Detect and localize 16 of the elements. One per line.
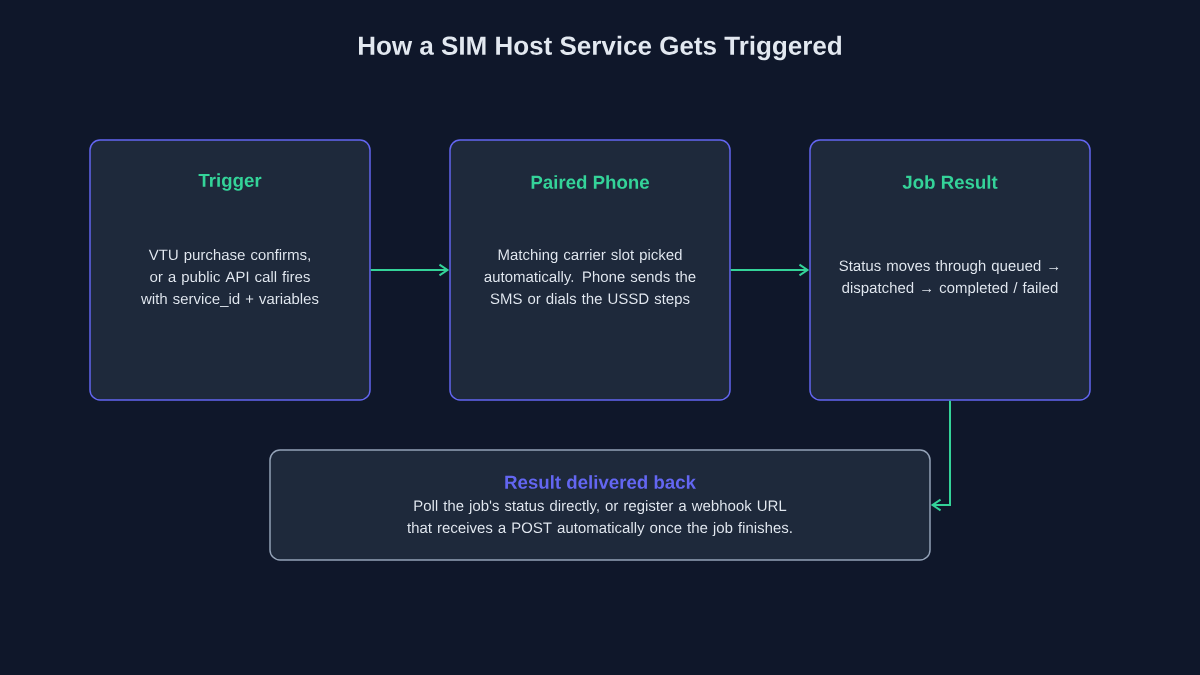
arrow (729, 263, 810, 277)
box-heading: Trigger (198, 173, 262, 191)
box-text: Poll the job's status directly, or register a webhook URL that receives a POST automatically once the job finishes. (407, 500, 792, 536)
process-box (449, 139, 731, 401)
box-text: Status moves through queued → dispatched → completed / failed (839, 260, 1059, 296)
box-heading: Job Result (902, 175, 998, 189)
process-box (809, 139, 1091, 401)
arrow (369, 263, 450, 277)
box-heading: Paired Phone (531, 175, 649, 189)
title: How a SIM Host Service Gets Triggered (359, 35, 841, 61)
arrow (930, 399, 951, 512)
box-heading: Result delivered back (505, 475, 696, 489)
process-box (89, 139, 371, 401)
box-text: VTU purchase confirms, or a public API call fires with service_id + variables (141, 249, 319, 307)
box-text: Matching carrier slot picked automatically. Phone sends the SMS or dials the USSD steps (484, 249, 696, 307)
process-box (269, 449, 931, 561)
